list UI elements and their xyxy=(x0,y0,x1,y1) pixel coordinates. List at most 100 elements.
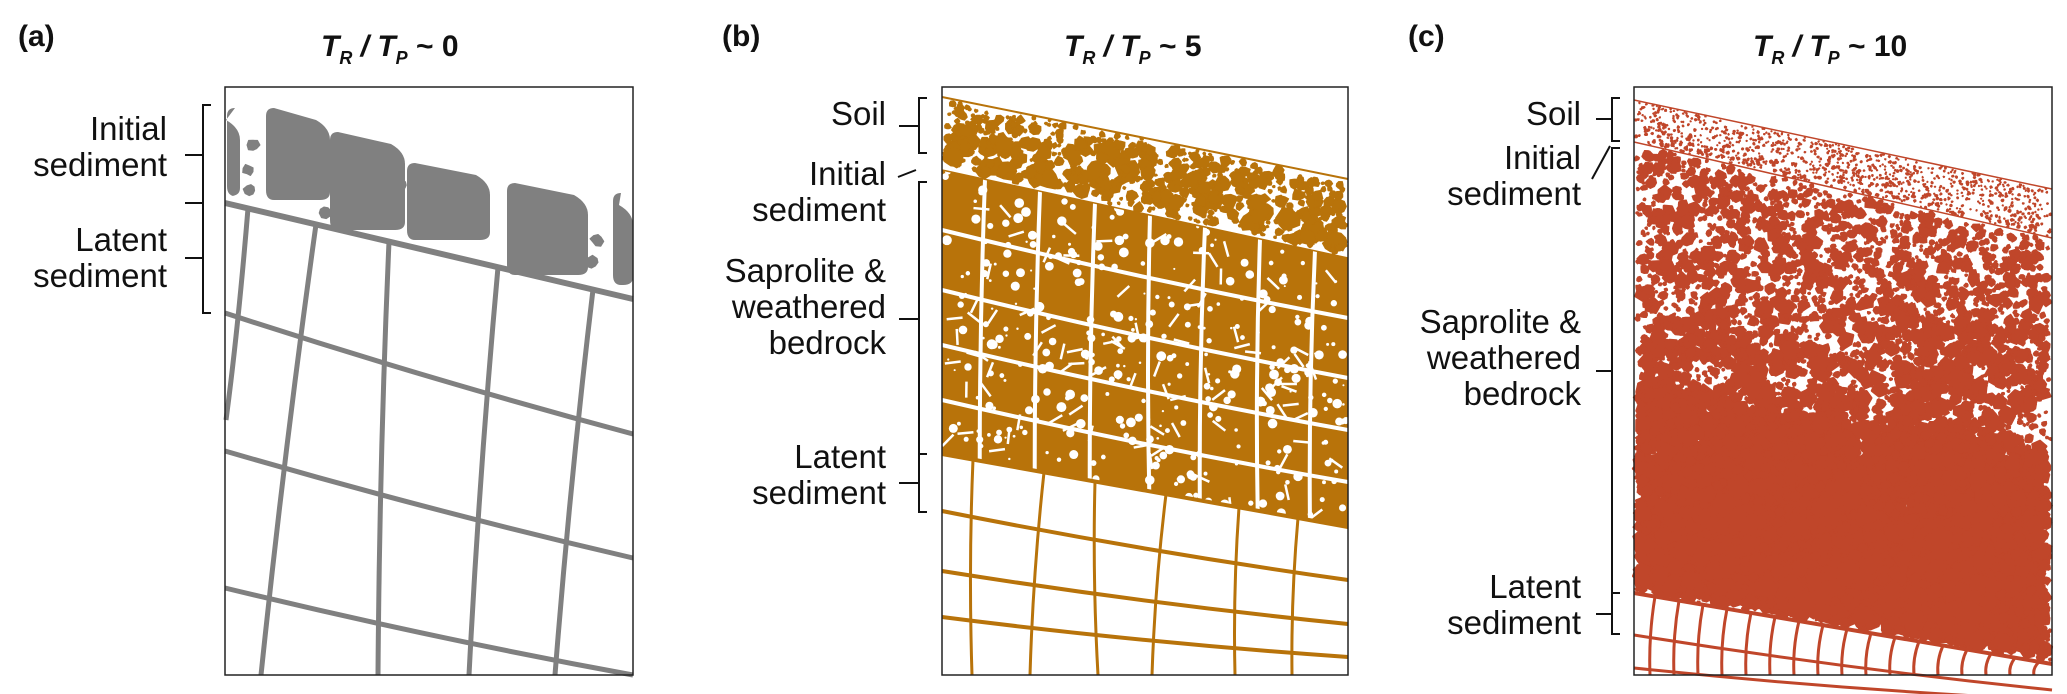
rock-fragment xyxy=(2017,417,2022,422)
rock-fragment xyxy=(1871,403,1882,414)
rock-fragment xyxy=(1638,110,1641,114)
rock-fragment xyxy=(1024,167,1037,180)
rock-fragment xyxy=(1709,128,1713,132)
pore-space xyxy=(1248,500,1254,506)
rock-fragment xyxy=(1128,141,1137,150)
fracture xyxy=(1091,366,1107,376)
rock-fragment xyxy=(2038,203,2042,207)
rock-fragment xyxy=(1895,156,1899,160)
rock-fragment xyxy=(1917,189,1921,192)
rock-fragment xyxy=(1964,273,1969,278)
pore-space xyxy=(1258,289,1268,299)
rock-fragment xyxy=(589,234,605,247)
rock-fragment xyxy=(1735,154,1738,157)
rock-fragment xyxy=(1953,171,1956,174)
rock-fragment xyxy=(1306,192,1311,197)
rock-fragment xyxy=(1837,179,1842,184)
rock-fragment xyxy=(1916,171,1919,175)
rock-fragment xyxy=(2043,215,2046,218)
pore-space xyxy=(1277,449,1282,454)
rock-fragment xyxy=(1892,171,1896,175)
rock-fragment xyxy=(2022,422,2027,428)
rock-fragment xyxy=(2001,204,2004,207)
rock-fragment xyxy=(1955,207,1959,210)
rock-fragment xyxy=(1141,146,1148,152)
pore-space xyxy=(1010,281,1020,291)
rock-fragment xyxy=(984,110,989,115)
rock-fragment xyxy=(1956,189,1959,192)
rock-fragment xyxy=(1254,174,1269,190)
rock-fragment xyxy=(1282,238,1288,243)
rock-fragment xyxy=(967,149,975,155)
rock-fragment xyxy=(1683,146,1688,150)
rock-fragment xyxy=(1745,134,1749,137)
rock-fragment xyxy=(1219,193,1237,208)
pore-space xyxy=(1283,444,1292,454)
rock-fragment xyxy=(1898,183,1901,186)
rock-fragment xyxy=(1681,124,1685,128)
fracture xyxy=(1068,404,1084,416)
rock-fragment xyxy=(2040,207,2043,211)
rock-fragment xyxy=(1758,152,1761,155)
rock-fragment xyxy=(1818,167,1821,170)
rock-fragment xyxy=(1803,136,1806,139)
rock-fragment xyxy=(1849,159,1852,163)
rock-fragment xyxy=(1699,150,1703,155)
rock-fragment xyxy=(2023,225,2028,230)
rock-fragment xyxy=(2001,194,2005,197)
pore-space xyxy=(1069,203,1076,210)
rock-fragment xyxy=(1666,136,1670,140)
rock-fragment xyxy=(1759,165,1763,169)
rock-fragment xyxy=(1854,163,1858,167)
rock-fragment xyxy=(1672,145,1675,148)
rock-fragment xyxy=(2011,213,2014,216)
rock-fragment xyxy=(1958,179,1962,183)
rock-fragment xyxy=(1756,130,1760,134)
rock-fragment xyxy=(1050,131,1056,136)
rock-fragment xyxy=(1638,255,1643,260)
rock-fragment xyxy=(1758,155,1761,158)
rock-fragment xyxy=(1898,165,1903,168)
rock-fragment xyxy=(1827,223,1833,228)
rock-fragment xyxy=(1685,111,1688,115)
rock-fragment xyxy=(1655,111,1659,114)
rock-fragment xyxy=(1817,192,1823,198)
rock-fragment xyxy=(2011,193,2014,196)
rock-fragment xyxy=(1886,177,1891,181)
rock-fragment xyxy=(2003,208,2006,212)
rock-fragment xyxy=(1742,158,1746,162)
rock-fragment xyxy=(1842,173,1845,177)
rock-fragment xyxy=(1796,145,1800,148)
rock-fragment xyxy=(1012,117,1017,122)
rock-fragment xyxy=(1057,178,1062,183)
rock-fragment xyxy=(1786,152,1789,156)
rock-fragment xyxy=(1997,208,2000,211)
pore-space xyxy=(1021,207,1031,217)
rock-fragment xyxy=(1830,154,1834,157)
bedrock-joint xyxy=(941,343,1349,432)
rock-fragment xyxy=(1297,199,1304,206)
pore-space xyxy=(953,369,956,372)
rock-fragment xyxy=(1933,177,1936,180)
rock-fragment xyxy=(1987,216,1992,222)
rock-fragment xyxy=(1661,275,1670,284)
fracture xyxy=(1309,364,1318,380)
rock-fragment xyxy=(1864,175,1867,178)
rock-fragment xyxy=(1202,154,1207,159)
rock-fragment xyxy=(1887,154,1891,159)
rock-fragment xyxy=(1335,212,1343,219)
rock-fragment xyxy=(1699,134,1702,137)
rock-fragment xyxy=(1938,186,1941,189)
rock-fragment xyxy=(1810,141,1813,144)
pore-space xyxy=(1024,332,1032,340)
pore-space xyxy=(1314,350,1324,360)
pore-space xyxy=(1291,373,1301,383)
bedrock-joint xyxy=(223,208,251,421)
rock-fragment xyxy=(2035,198,2040,203)
rock-fragment xyxy=(1906,163,1910,167)
rock-fragment xyxy=(1731,143,1735,147)
rock-fragment xyxy=(1979,193,1982,197)
rock-fragment xyxy=(2008,206,2011,209)
rock-fragment xyxy=(1804,160,1808,164)
